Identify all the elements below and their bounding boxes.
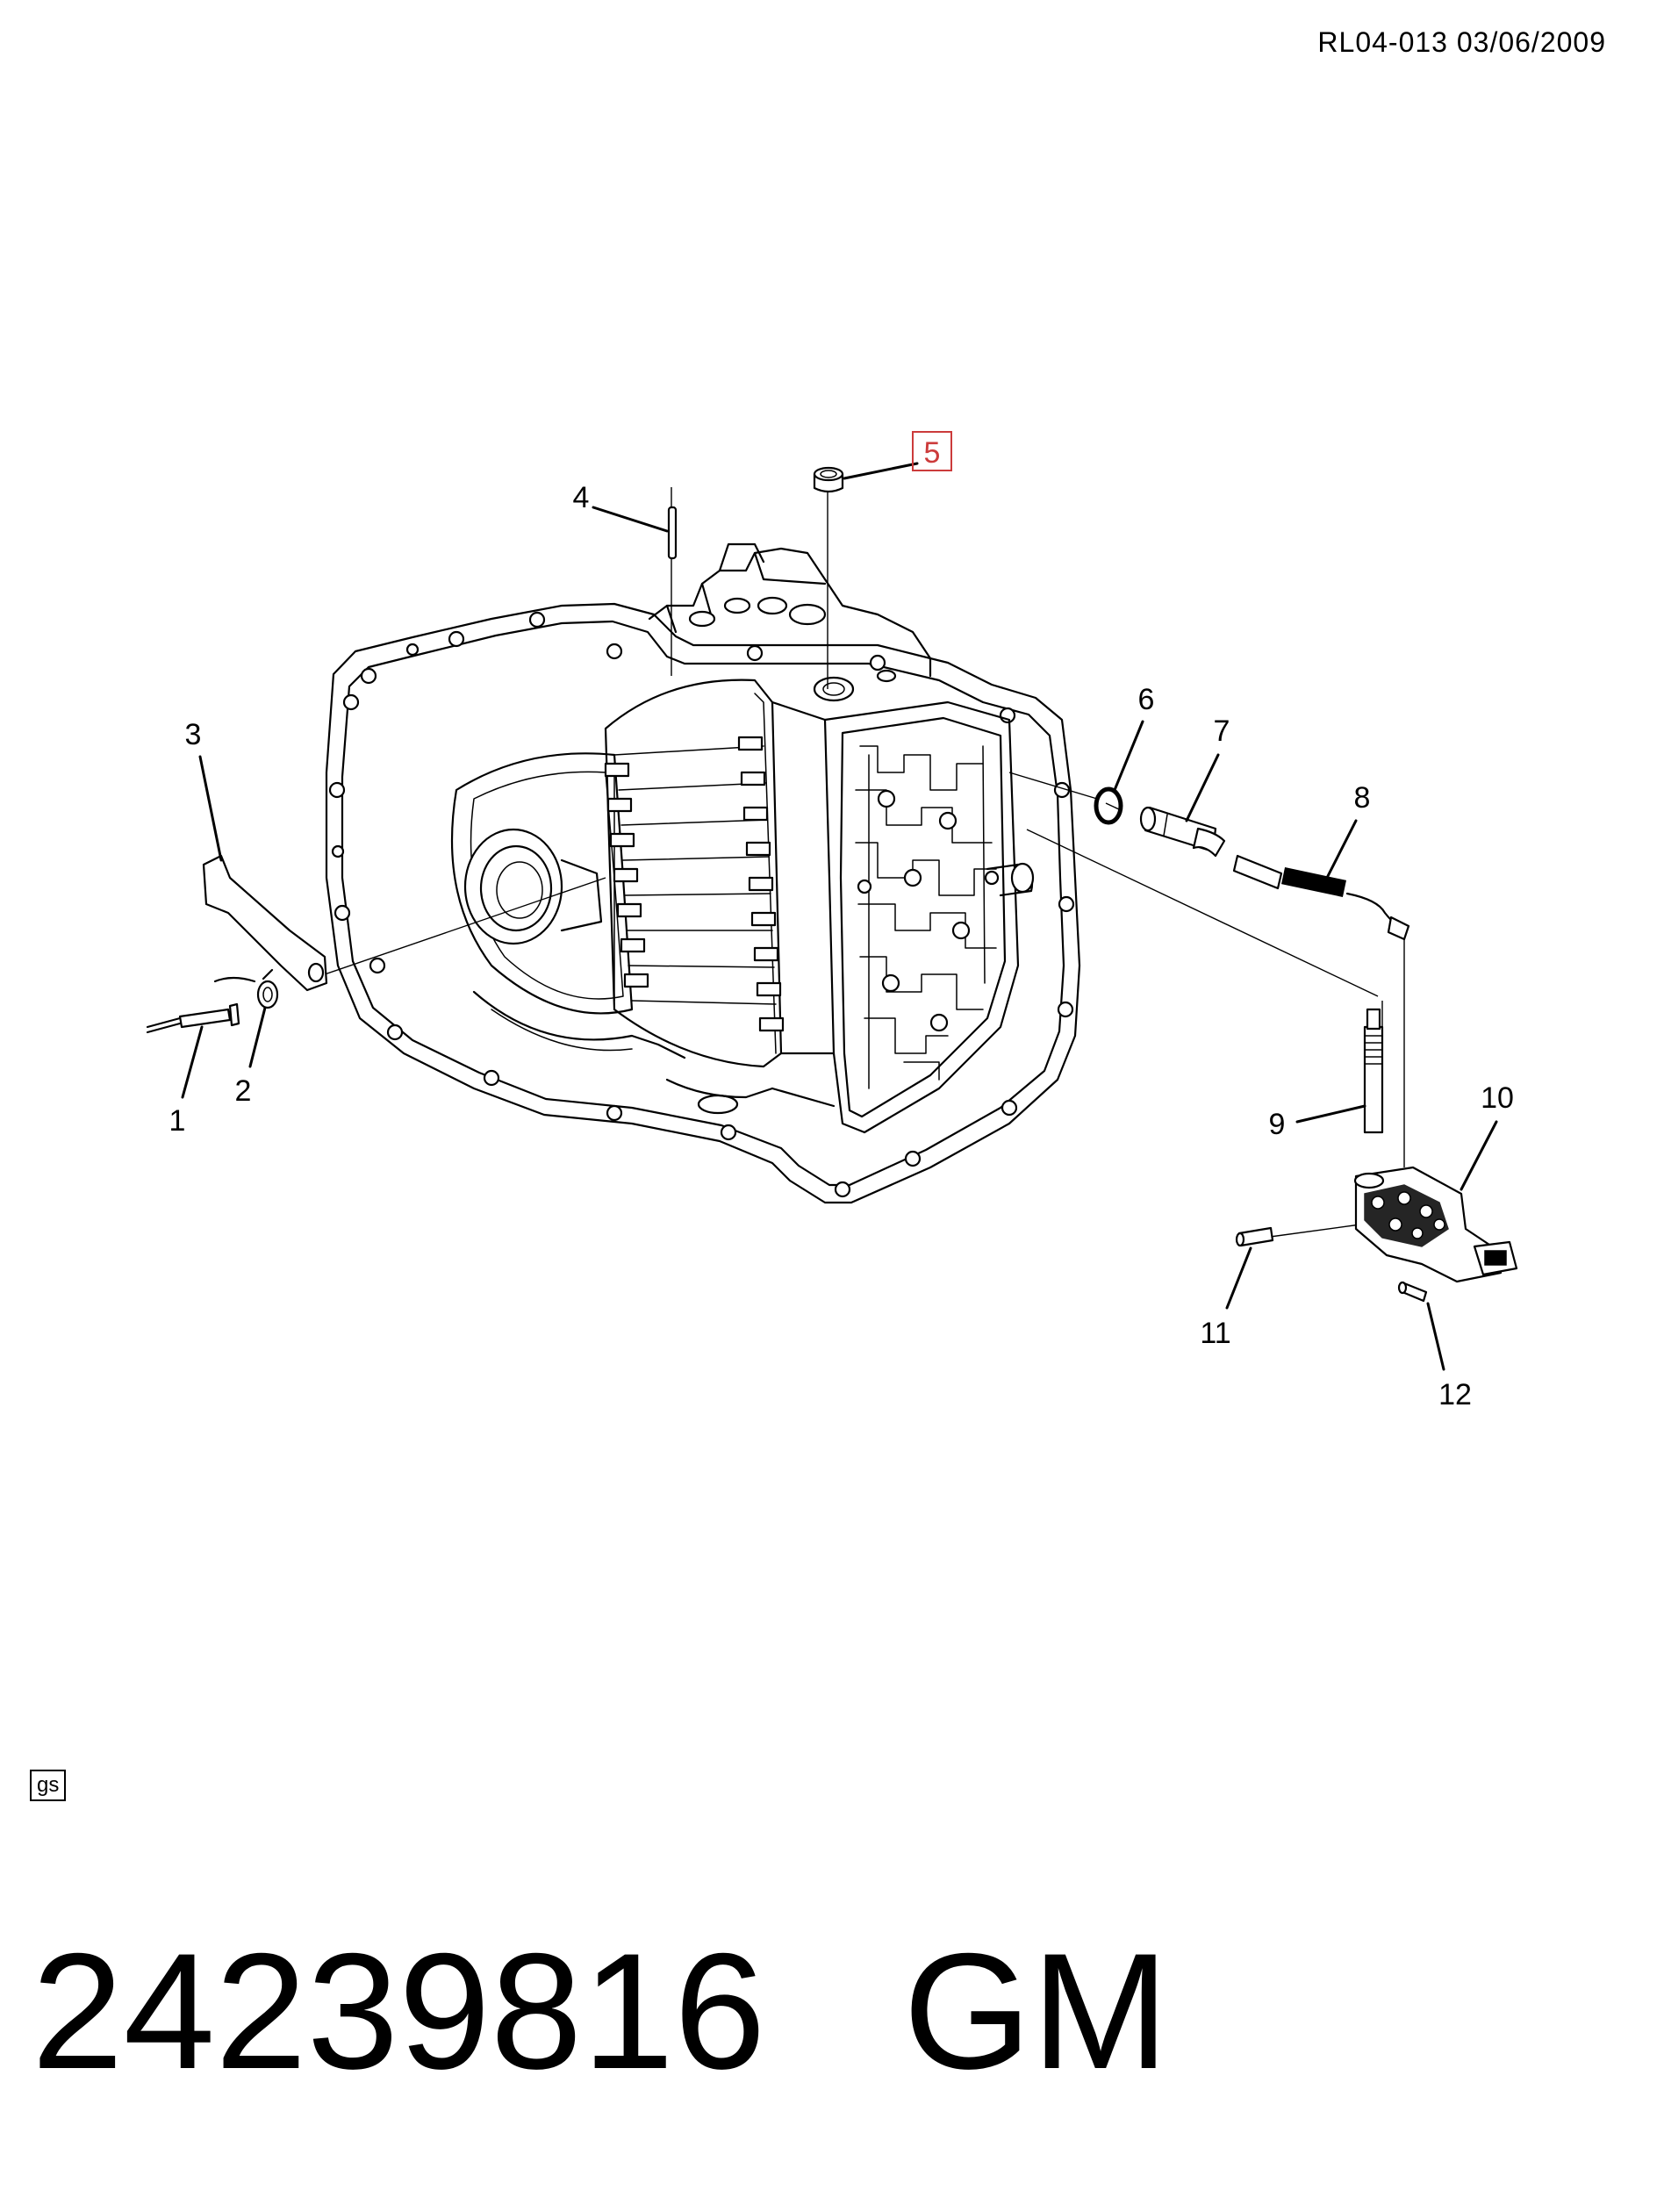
leader-lines	[181, 462, 1498, 1371]
part-1-manual-shaft[interactable]	[146, 1002, 240, 1034]
callout-label-9[interactable]: 9	[1269, 1108, 1286, 1141]
brand-name: GM	[903, 1919, 1169, 2103]
callout-label-3[interactable]: 3	[185, 718, 202, 751]
callout-label-12[interactable]: 12	[1438, 1378, 1472, 1411]
callout-label-5[interactable]: 5	[924, 436, 941, 470]
part-6-o-ring[interactable]	[1094, 786, 1123, 825]
part-number: 24239816	[32, 1919, 766, 2103]
part-10-solenoid-body[interactable]	[1353, 1166, 1518, 1283]
diagram-reference-date: RL04-013 03/06/2009	[1317, 26, 1606, 58]
part-number-footer: 24239816 GM	[32, 1928, 1169, 2094]
part-7-connector-sleeve[interactable]	[1139, 806, 1226, 858]
part-5-plug[interactable]	[813, 466, 844, 493]
transmission-case	[325, 542, 1081, 1204]
gs-badge: gs	[30, 1770, 67, 1801]
callout-label-4[interactable]: 4	[573, 481, 590, 514]
callout-label-11[interactable]: 11	[1200, 1317, 1230, 1350]
callout-label-1[interactable]: 1	[169, 1104, 186, 1138]
part-4-dowel-pin[interactable]	[667, 506, 678, 560]
part-11-filter[interactable]	[1235, 1226, 1274, 1247]
callout-label-8[interactable]: 8	[1354, 781, 1371, 815]
callout-5-highlight-box	[912, 431, 952, 471]
callout-label-10[interactable]: 10	[1481, 1081, 1514, 1115]
part-9-shaft[interactable]	[1363, 1008, 1384, 1134]
callout-label-6[interactable]: 6	[1138, 683, 1155, 716]
alignment-lines	[324, 487, 1418, 1296]
callout-labels: 1 2 3 4 5 6 7 8 9 10 11 12	[169, 431, 1514, 1411]
callout-label-2[interactable]: 2	[235, 1074, 252, 1108]
part-8-harness[interactable]	[1232, 854, 1410, 941]
callout-label-7[interactable]: 7	[1214, 715, 1230, 748]
part-2-retainer[interactable]	[213, 968, 279, 1009]
part-3-shift-lever[interactable]	[202, 854, 328, 992]
part-12-bolt[interactable]	[1397, 1281, 1428, 1303]
